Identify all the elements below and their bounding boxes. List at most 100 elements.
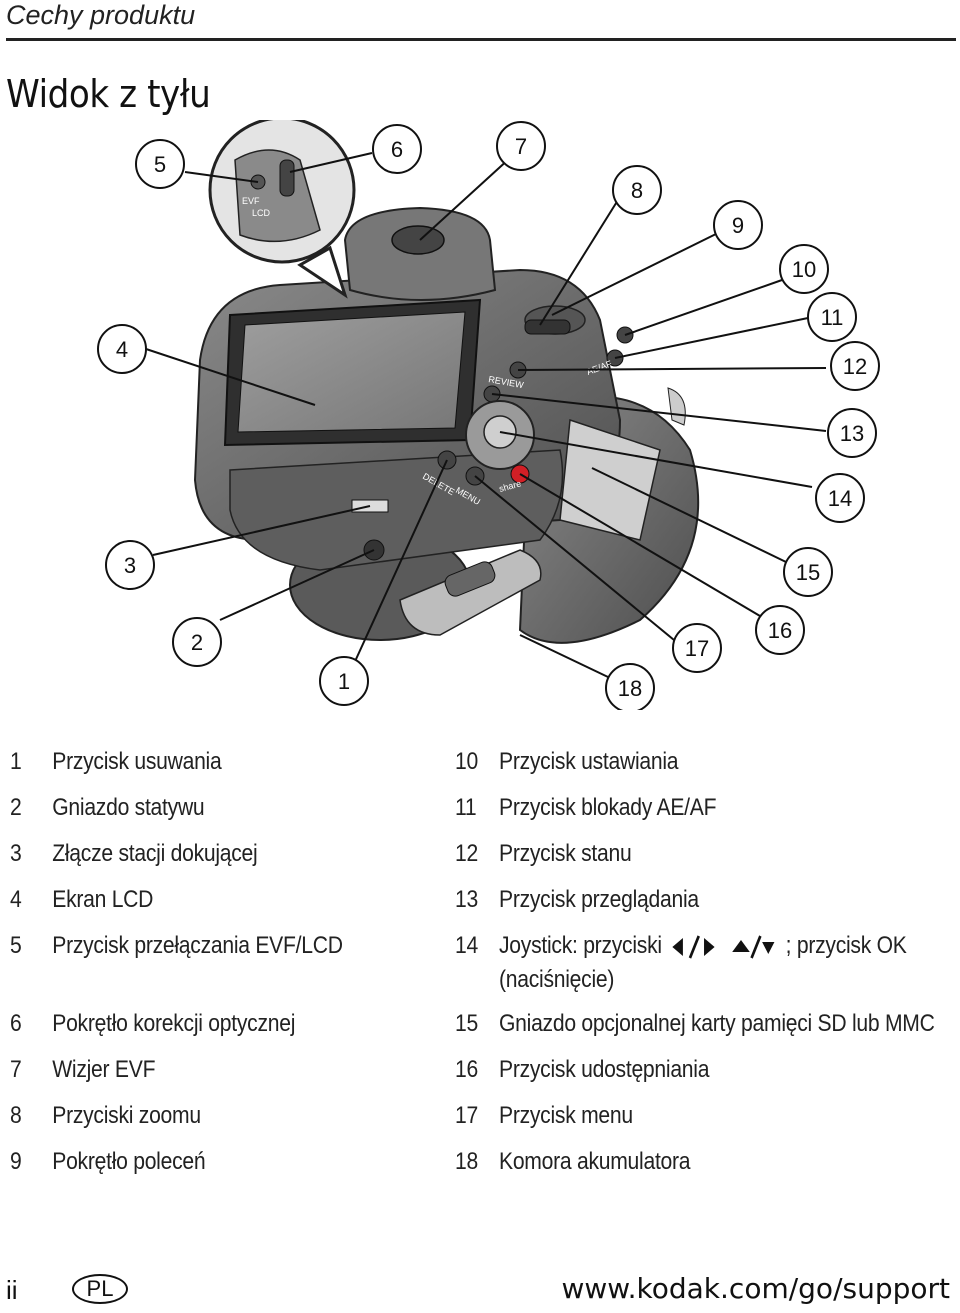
svg-text:5: 5: [154, 152, 166, 177]
svg-text:16: 16: [768, 618, 792, 643]
lcd-screen: [237, 311, 466, 433]
legend-number: 11: [455, 794, 477, 821]
legend-item: 3 Złącze stacji dokującej: [10, 837, 388, 883]
page-number: ii: [6, 1275, 18, 1305]
inset-lcd-label: LCD: [252, 208, 271, 218]
legend-number: 14: [455, 932, 478, 959]
legend-text: Wizjer EVF: [52, 1056, 156, 1083]
legend-number: 13: [455, 886, 478, 913]
svg-text:2: 2: [191, 630, 203, 655]
legend-text: Złącze stacji dokującej: [52, 840, 258, 867]
callout-16: 16: [755, 605, 805, 655]
svg-text:9: 9: [732, 213, 744, 238]
callout-10: 10: [779, 244, 829, 294]
legend-item: 10 Przycisk ustawiania: [455, 745, 895, 791]
legend-number: 1: [10, 748, 22, 775]
legend-text: Przycisk ustawiania: [499, 748, 679, 775]
legend-item: 1 Przycisk usuwania: [10, 745, 388, 791]
legend-number: 16: [455, 1056, 478, 1083]
svg-text:17: 17: [685, 636, 709, 661]
evf-eyepiece: [391, 225, 445, 255]
legend-text: Pokrętło poleceń: [52, 1148, 206, 1175]
legend-number: 2: [10, 794, 22, 821]
svg-text:14: 14: [828, 486, 852, 511]
svg-text:6: 6: [391, 137, 403, 162]
legend-number: 3: [10, 840, 22, 867]
legend-text: Pokrętło korekcji optycznej: [52, 1010, 296, 1037]
legend-text: Ekran LCD: [52, 886, 154, 913]
zoom-lever: [524, 319, 571, 335]
legend-text: Przycisk przełączania EVF/LCD: [52, 932, 343, 959]
callout-1: 1: [319, 656, 369, 706]
card-slot-door: [559, 418, 661, 541]
camera-rear-view-figure: EVF LCD REVIEW DELETE MENU share AE/AF: [0, 120, 960, 710]
legend-number: 18: [455, 1148, 478, 1175]
page-title: Widok z tyłu: [6, 72, 211, 116]
joystick-text-b: ; przycisk OK: [785, 932, 907, 959]
legend-number: 6: [10, 1010, 22, 1037]
joystick-text-c: (naciśnięcie): [499, 966, 615, 993]
strap-loop: [667, 387, 686, 426]
legend-number: 8: [10, 1102, 22, 1129]
svg-text:4: 4: [116, 337, 128, 362]
svg-text:8: 8: [631, 178, 643, 203]
joystick-text-a: Joystick: przyciski: [499, 932, 662, 959]
legend-number: 10: [455, 748, 478, 775]
bottom-plate: [229, 449, 564, 571]
svg-text:3: 3: [124, 553, 136, 578]
legend-text: Komora akumulatora: [499, 1148, 691, 1175]
svg-text:12: 12: [843, 354, 867, 379]
legend-number: 7: [10, 1056, 22, 1083]
inset-body: [234, 149, 321, 243]
callout-4: 4: [97, 324, 147, 374]
callout-12: 12: [830, 341, 880, 391]
legend-text: Przycisk stanu: [499, 840, 632, 867]
legend-item: 6 Pokrętło korekcji optycznej: [10, 1007, 388, 1053]
legend-number: 9: [10, 1148, 22, 1175]
header-rule: [6, 38, 956, 41]
svg-text:1: 1: [338, 669, 350, 694]
legend-item: 15 Gniazdo opcjonalnej karty pamięci SD l…: [455, 1007, 935, 1053]
battery-door: [399, 549, 542, 636]
legend-item-joystick: 14 Joystick: przyciski ; przycisk OK (na…: [455, 929, 907, 1007]
legend-item: 11 Przycisk blokady AE/AF: [455, 791, 895, 837]
svg-text:10: 10: [792, 257, 816, 282]
legend-text: Przycisk przeglądania: [499, 886, 699, 913]
leader-lines: [139, 152, 827, 678]
legend-item: 18 Komora akumulatora: [455, 1145, 895, 1191]
legend-text: Przycisk blokady AE/AF: [499, 794, 717, 821]
language-badge: PL: [72, 1274, 128, 1304]
legend-text: Przycisk usuwania: [52, 748, 222, 775]
callouts: 1 2 3 4 5 6 7 8 9 10 11 12 13 14 15 16 1…: [97, 121, 880, 710]
callout-17: 17: [672, 623, 722, 673]
legend-right-column: 10 Przycisk ustawiania 11 Przycisk blokady…: [455, 745, 955, 1191]
legend-item: 7 Wizjer EVF: [10, 1053, 388, 1099]
camera-illustration: EVF LCD REVIEW DELETE MENU share AE/AF: [97, 120, 880, 710]
callout-3: 3: [105, 540, 155, 590]
legend-number: 15: [455, 1010, 478, 1037]
callout-2: 2: [172, 617, 222, 667]
left-right-arrows-icon: [672, 935, 775, 959]
legend-item: 13 Przycisk przeglądania: [455, 883, 895, 929]
callout-7: 7: [496, 121, 546, 171]
callout-8: 8: [612, 165, 662, 215]
inset-pointer: [297, 245, 348, 299]
legend-text: Przycisk udostępniania: [499, 1056, 710, 1083]
support-url[interactable]: www.kodak.com/go/support: [561, 1272, 951, 1305]
inset-evf-label: EVF: [242, 196, 260, 206]
legend-text: Gniazdo opcjonalnej karty pamięci SD lub…: [499, 1010, 935, 1037]
battery-latch: [444, 561, 496, 597]
inset-diopter-dial: [279, 159, 295, 197]
legend-item: 9 Pokrętło poleceń: [10, 1145, 388, 1191]
legend-item: 16 Przycisk udostępniania: [455, 1053, 895, 1099]
svg-text:13: 13: [840, 421, 864, 446]
legend-text: Przyciski zoomu: [52, 1102, 201, 1129]
callout-14: 14: [815, 473, 865, 523]
legend-number: 17: [455, 1102, 478, 1129]
callout-5: 5: [135, 139, 185, 189]
